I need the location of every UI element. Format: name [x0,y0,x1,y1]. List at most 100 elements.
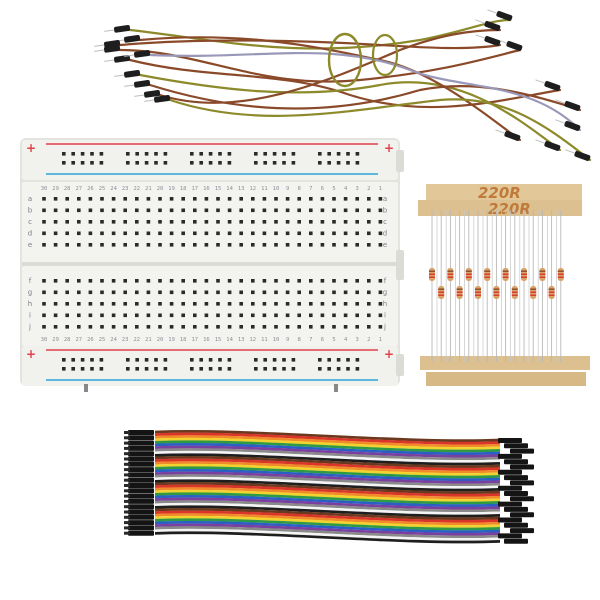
terminal-hole [332,302,336,306]
terminal-hole [111,220,116,224]
rail-hole [154,358,158,362]
terminal-hole [169,220,174,224]
ribbon-wire [154,495,501,507]
terminal-hole [123,197,127,201]
terminal-hole [332,279,336,283]
terminal-hole [77,231,81,236]
column-number: 18 [180,186,187,192]
terminal-hole [332,220,336,224]
terminal-hole [355,325,359,329]
ribbon-wire [154,528,501,541]
terminal-hole [367,290,371,295]
row-letter: g [28,289,32,297]
terminal-hole [146,302,151,306]
column-number: 27 [75,337,82,343]
ribbon-wire [154,461,501,474]
breadboard-foot [334,384,338,392]
rail-hole [272,358,277,362]
terminal-strip-top [22,182,398,262]
terminal-hole [320,279,325,283]
terminal-hole [332,290,336,295]
terminal-hole [367,279,371,283]
side-tab [396,150,404,172]
ribbon-wire [154,521,501,533]
rail-hole [336,367,341,371]
terminal-hole [227,290,232,295]
terminal-hole [274,197,278,201]
terminal-hole [216,279,220,283]
row-letter: b [28,207,33,215]
column-number: 19 [168,186,175,192]
rail-hole [336,152,341,156]
dupont-connector-left [124,440,154,446]
terminal-hole [297,243,301,247]
column-number: 23 [122,337,129,343]
resistor-leads [429,210,564,362]
resistor-band [548,291,555,293]
terminal-hole [251,290,255,295]
terminal-hole [355,279,359,283]
dupont-connector-left [124,483,154,488]
terminal-hole [309,197,313,201]
terminal-hole [146,220,151,224]
jumper-connector [475,34,501,46]
terminal-hole [53,220,58,224]
terminal-hole [320,197,325,201]
row-letter: h [28,300,32,308]
column-number: 8 [298,186,301,192]
rail-hole [208,152,213,156]
terminal-hole [367,197,371,201]
terminal-hole [378,313,383,318]
terminal-hole [42,243,46,247]
ribbon-wire [154,458,501,471]
terminal-hole [135,197,139,201]
terminal-hole [158,243,162,247]
terminal-hole [169,279,174,283]
terminal-hole [297,208,301,213]
resistor-band [465,273,472,275]
terminal-hole [216,325,220,329]
resistor-band [447,273,454,275]
rail-hole [144,152,149,156]
terminal-hole [135,279,139,283]
dupont-connector-right [498,501,522,507]
ribbon-wire [154,430,501,442]
jumper-connector [555,119,581,131]
resistor-band [456,291,463,293]
ribbon-wire [154,526,501,539]
terminal-hole [181,279,185,283]
terminal-hole [181,208,185,213]
terminal-hole [88,290,93,295]
ribbon-wire [154,463,501,476]
rail-hole [199,161,203,165]
column-number: 25 [99,337,106,343]
resistor-band [484,276,491,278]
jumper-connector [104,25,131,33]
ribbon-wire [154,440,501,453]
dupont-connector-right [498,469,522,475]
side-tab [396,354,404,376]
terminal-hole [100,243,104,247]
ribbon-wire [154,448,501,461]
resistor-band [521,276,527,278]
terminal-hole [367,313,371,318]
terminal-hole [123,279,127,283]
terminal-hole [239,197,243,201]
resistor-band [493,291,500,293]
terminal-hole [262,302,267,306]
resistor-band [484,273,491,275]
rail-hole [318,358,322,362]
terminal-hole [320,220,325,224]
terminal-hole [262,220,267,224]
terminal-hole [343,302,348,306]
terminal-hole [378,325,383,329]
column-number: 24 [110,186,117,192]
terminal-hole [193,290,197,295]
terminal-hole [332,231,336,236]
dupont-connector-left [124,493,154,499]
terminal-hole [343,197,348,201]
terminal-hole [77,302,81,306]
terminal-hole [262,313,267,318]
jumper-wire-bundle [94,9,592,162]
terminal-hole [227,302,232,306]
